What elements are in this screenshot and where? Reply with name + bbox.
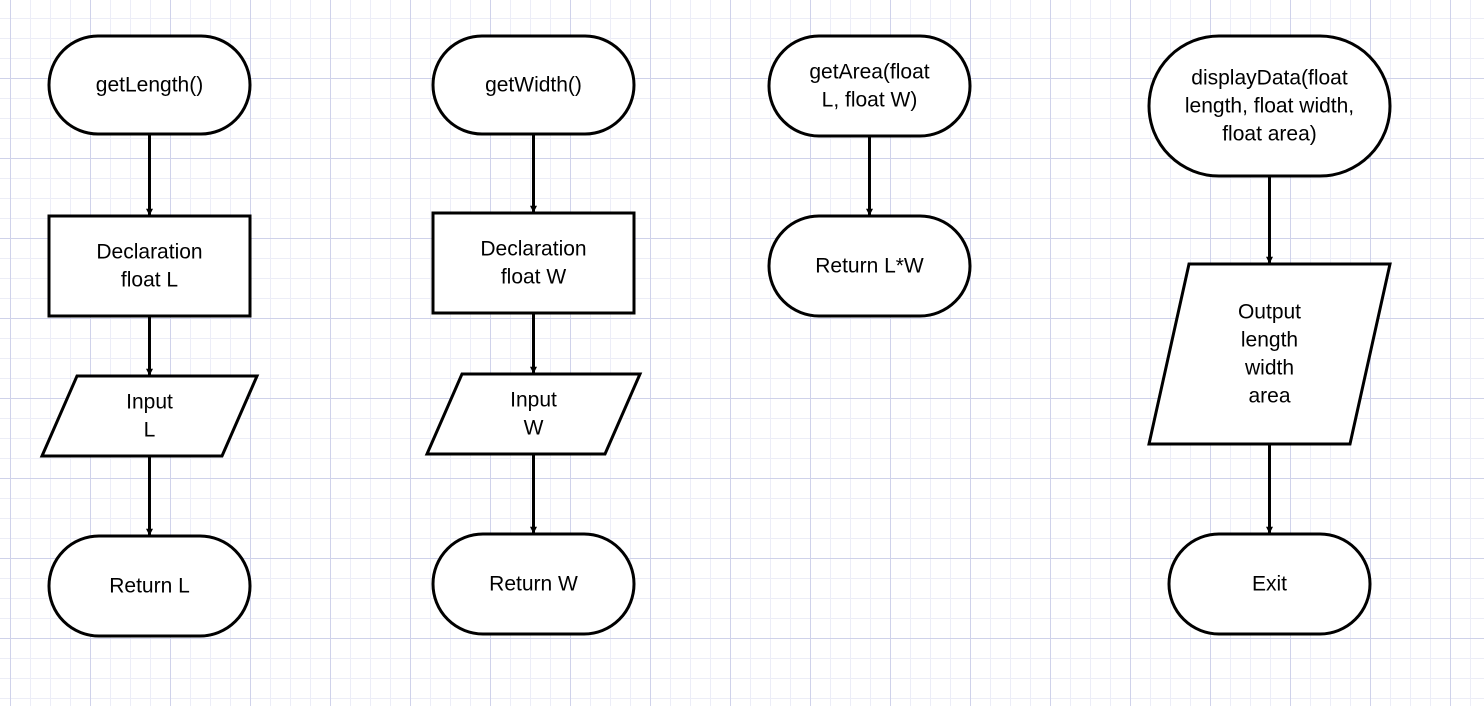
node-label-line: W <box>524 417 544 440</box>
process-box <box>431 211 636 315</box>
process-box <box>47 214 252 318</box>
node-label-line: L, float W) <box>822 89 918 112</box>
node-exit: Exit <box>1167 532 1372 636</box>
node-getlength: getLength() <box>47 34 252 136</box>
node-label-line: float area) <box>1222 123 1317 146</box>
node-label-line: Return L <box>109 575 190 598</box>
node-label-line: float W <box>501 266 567 289</box>
io-parallelogram <box>39 374 260 458</box>
node-return_lw: Return L*W <box>767 214 972 318</box>
node-label-line: Declaration <box>480 238 586 261</box>
node-label-line: Return L*W <box>815 255 924 278</box>
io-parallelogram <box>1147 262 1392 446</box>
node-label-line: length <box>1241 329 1298 352</box>
node-label-line: displayData(float <box>1191 67 1348 90</box>
terminal-shape <box>1167 532 1372 636</box>
node-return_l: Return L <box>47 534 252 638</box>
node-label-line: area <box>1248 385 1290 408</box>
node-label-line: getLength() <box>96 74 203 97</box>
node-label-line: getArea(float <box>809 61 929 84</box>
node-label-line: Return W <box>489 573 578 596</box>
node-return_w: Return W <box>431 532 636 636</box>
node-label-line: L <box>144 419 156 442</box>
node-label-line: Exit <box>1252 573 1287 596</box>
node-output: Output length width area <box>1147 262 1392 446</box>
terminal-shape <box>1147 34 1392 178</box>
node-label-line: Input <box>510 389 557 412</box>
node-label-line: Declaration <box>96 241 202 264</box>
terminal-shape <box>47 34 252 136</box>
node-label-line: length, float width, <box>1185 95 1354 118</box>
node-label-line: getWidth() <box>485 74 582 97</box>
node-decl_w: Declaration float W <box>431 211 636 315</box>
node-label-line: Input <box>126 391 173 414</box>
node-label-line: Output <box>1238 301 1301 324</box>
terminal-shape <box>431 34 636 136</box>
terminal-shape <box>767 214 972 318</box>
node-label-line: width <box>1244 357 1294 380</box>
terminal-shape <box>767 34 972 138</box>
node-displaydata: displayData(float length, float width, flo… <box>1147 34 1392 178</box>
connector-layer <box>146 134 1273 536</box>
node-label-line: float L <box>121 269 178 292</box>
node-getarea: getArea(float L, float W) <box>767 34 972 138</box>
terminal-shape <box>47 534 252 638</box>
io-parallelogram <box>424 372 643 456</box>
terminal-shape <box>431 532 636 636</box>
node-getwidth: getWidth() <box>431 34 636 136</box>
node-decl_l: Declaration float L <box>47 214 252 318</box>
